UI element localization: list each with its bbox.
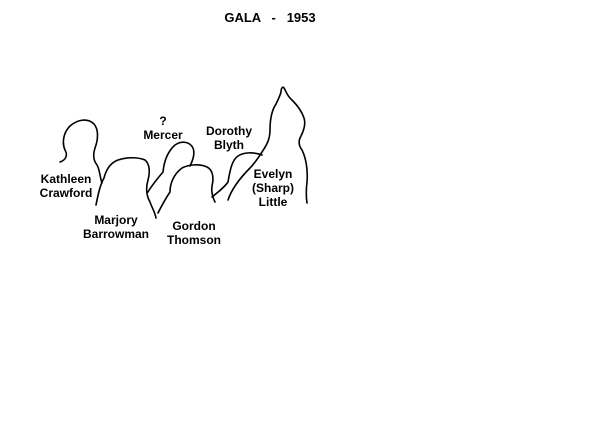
outline-gordon-thomson <box>157 164 216 214</box>
name-line: (Sharp) <box>252 181 294 195</box>
label-dorothy-blyth: Dorothy Blyth <box>200 124 258 152</box>
outline-dorothy-blyth <box>211 152 263 198</box>
name-line: Kathleen <box>40 172 92 186</box>
name-line: Mercer <box>143 128 183 142</box>
name-line: Dorothy <box>206 124 252 138</box>
page-title: GALA - 1953 <box>224 10 316 25</box>
name-line: Evelyn <box>253 167 293 181</box>
name-line: Little <box>258 195 288 209</box>
name-line: Blyth <box>214 138 244 152</box>
outline-marjory-barrowman <box>95 156 157 219</box>
name-line: Thomson <box>167 233 221 247</box>
outline-mercer <box>147 141 195 193</box>
label-evelyn-little: Evelyn (Sharp) Little <box>246 167 300 209</box>
label-kathleen-crawford: Kathleen Crawford <box>34 172 98 200</box>
name-line: Barrowman <box>82 227 150 241</box>
outline-evelyn-little <box>227 86 309 204</box>
name-line: ? <box>159 114 167 128</box>
name-line: Marjory <box>94 213 138 227</box>
label-gordon-thomson: Gordon Thomson <box>162 219 226 247</box>
name-line: Gordon <box>172 219 216 233</box>
label-mercer: ? Mercer <box>138 114 188 142</box>
label-marjory-barrowman: Marjory Barrowman <box>78 213 154 241</box>
name-line: Crawford <box>39 186 93 200</box>
outline-kathleen-crawford <box>59 119 103 184</box>
